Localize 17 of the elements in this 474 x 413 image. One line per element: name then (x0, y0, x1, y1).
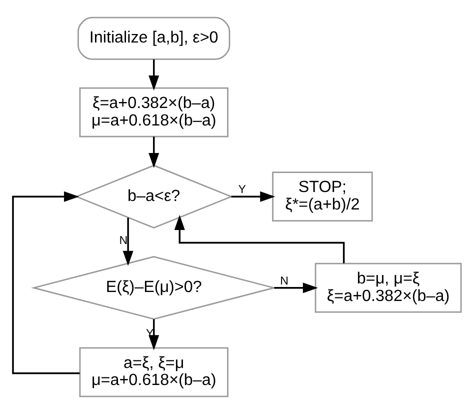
node-box: STOP; ξ*=(a+b)/2 (272, 171, 373, 222)
node-box: ξ=a+0.382×(b–a) μ=a+0.618×(b–a) (79, 86, 228, 137)
node-box: a=ξ, ξ=μ μ=a+0.618×(b–a) (79, 346, 228, 397)
node-diamond: E(ξ)–E(μ)>0? (31, 255, 277, 320)
edge-label: Y (238, 184, 246, 196)
arrow (274, 282, 318, 293)
arrow (148, 318, 160, 350)
edge-label: N (119, 234, 128, 246)
arrow (148, 58, 160, 90)
arrow (122, 217, 134, 266)
arrow (231, 190, 276, 202)
arrow (148, 136, 160, 168)
edge-label: N (280, 274, 289, 287)
node-box: Initialize [a,b], ε>0 (78, 16, 230, 60)
node-box: b=μ, μ=ξ ξ=a+0.382×(b–a) (314, 262, 462, 312)
arrow (174, 214, 345, 263)
arrow (12, 190, 80, 374)
